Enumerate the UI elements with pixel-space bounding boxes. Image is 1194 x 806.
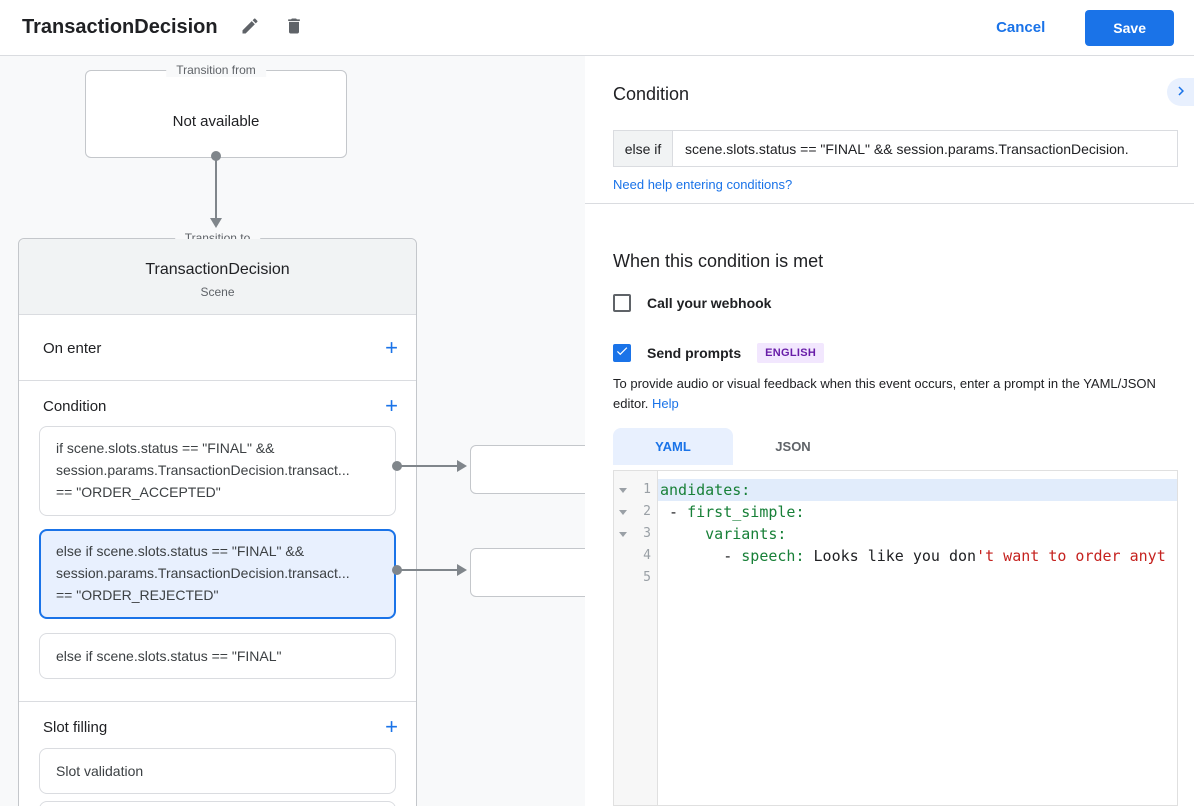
- page-title: TransactionDecision: [22, 16, 218, 38]
- chevron-right-icon: [1172, 82, 1190, 103]
- yaml-plain: -: [660, 547, 742, 565]
- yaml-key: andidates:: [660, 481, 751, 499]
- slot-filling-title: Slot filling: [43, 719, 108, 736]
- pencil-icon: [240, 16, 260, 39]
- add-slot-button[interactable]: +: [385, 714, 398, 739]
- connector-dot: [392, 461, 402, 471]
- save-button[interactable]: Save: [1085, 9, 1174, 46]
- collapse-panel-button[interactable]: [1167, 78, 1194, 106]
- slot-item-label: Slot validation: [56, 763, 144, 779]
- condition-expression-input[interactable]: scene.slots.status == "FINAL" && session…: [685, 140, 1129, 157]
- fold-icon[interactable]: [619, 532, 627, 537]
- condition-text-line: == "ORDER_REJECTED": [56, 587, 219, 603]
- help-link[interactable]: Help: [652, 396, 679, 411]
- condition-item-final[interactable]: else if scene.slots.status == "FINAL": [39, 633, 396, 679]
- cancel-button[interactable]: Cancel: [996, 19, 1046, 36]
- editor-code-area[interactable]: andidates: - first_simple: variants: - s…: [658, 471, 1177, 805]
- yaml-text: Looks like you don: [804, 547, 977, 565]
- yaml-string: 't want to order anyt: [976, 547, 1166, 565]
- scene-card: Transition to TransactionDecision Scene …: [18, 231, 417, 806]
- editor-gutter: 1 2 3 4 5: [614, 471, 658, 805]
- fold-icon[interactable]: [619, 510, 627, 515]
- yaml-plain: [660, 525, 705, 543]
- condition-text-line: if scene.slots.status == "FINAL" &&: [56, 440, 275, 456]
- delete-scene-button[interactable]: [282, 16, 306, 40]
- condition-prefix-label: else if: [614, 131, 673, 166]
- line-number: 4: [643, 548, 651, 563]
- send-prompts-row: Send prompts ENGLISH: [613, 343, 825, 363]
- condition-item-order-accepted[interactable]: if scene.slots.status == "FINAL" && sess…: [39, 426, 396, 516]
- code-line: - first_simple:: [658, 501, 1177, 523]
- yaml-key: variants:: [705, 525, 787, 543]
- prompt-description-text: To provide audio or visual feedback when…: [613, 376, 1156, 411]
- transition-target-box[interactable]: [470, 548, 585, 597]
- condition-text-line: session.params.TransactionDecision.trans…: [56, 565, 350, 581]
- add-on-enter-button[interactable]: +: [385, 335, 398, 360]
- edit-scene-button[interactable]: [238, 16, 262, 40]
- scene-flow-canvas: Transition from Not available Transition…: [0, 56, 585, 806]
- connector-line: [401, 465, 457, 467]
- connector-line: [215, 160, 217, 219]
- condition-text-line: session.params.TransactionDecision.trans…: [56, 462, 350, 478]
- divider: [19, 701, 416, 702]
- condition-panel-title: Condition: [613, 84, 690, 104]
- scene-type-label: Scene: [200, 285, 235, 299]
- prompt-description: To provide audio or visual feedback when…: [613, 374, 1173, 414]
- condition-section-title: Condition: [43, 398, 107, 415]
- call-webhook-label: Call your webhook: [647, 295, 772, 311]
- transition-target-box[interactable]: [470, 445, 585, 494]
- connector-dot: [211, 151, 221, 161]
- divider: [585, 203, 1194, 204]
- line-number: 1: [643, 482, 651, 497]
- condition-text-line: == "ORDER_ACCEPTED": [56, 484, 221, 500]
- app-header: TransactionDecision Cancel Save: [0, 0, 1194, 56]
- send-prompts-label: Send prompts: [647, 345, 742, 361]
- condition-item-order-rejected-selected[interactable]: else if scene.slots.status == "FINAL" &&…: [39, 529, 396, 619]
- condition-text-line: else if scene.slots.status == "FINAL" &&: [56, 543, 305, 559]
- line-number: 3: [643, 526, 651, 541]
- code-line: [658, 567, 1177, 589]
- connector-line: [401, 569, 457, 571]
- slot-validation-item[interactable]: Slot validation: [39, 748, 396, 794]
- trash-icon: [284, 16, 304, 39]
- condition-editor-panel: Condition else if scene.slots.status == …: [585, 56, 1194, 806]
- language-badge: ENGLISH: [757, 343, 825, 363]
- yaml-plain: -: [660, 503, 688, 521]
- on-enter-title: On enter: [43, 340, 102, 357]
- arrow-right-icon: [457, 460, 467, 472]
- connector-dot: [392, 565, 402, 575]
- divider: [19, 380, 416, 381]
- line-number: 5: [643, 570, 651, 585]
- yaml-code-editor[interactable]: 1 2 3 4 5 andidates: - first_simple: var…: [613, 470, 1178, 806]
- tab-json[interactable]: JSON: [733, 428, 853, 465]
- yaml-key: speech:: [741, 547, 805, 565]
- code-line: variants:: [658, 523, 1177, 545]
- editor-tabs: YAML JSON: [613, 428, 853, 465]
- add-condition-button[interactable]: +: [385, 393, 398, 418]
- when-met-title: When this condition is met: [613, 251, 824, 271]
- arrow-down-icon: [210, 218, 222, 228]
- line-number: 2: [643, 504, 651, 519]
- webhook-row: Call your webhook: [613, 294, 771, 312]
- condition-text-line: else if scene.slots.status == "FINAL": [56, 648, 282, 664]
- fold-icon[interactable]: [619, 488, 627, 493]
- transition-from-box[interactable]: Transition from Not available: [85, 63, 347, 158]
- transition-from-value: Not available: [172, 113, 260, 130]
- slot-item-partial[interactable]: [39, 801, 396, 806]
- conditions-help-link[interactable]: Need help entering conditions?: [613, 177, 793, 192]
- code-line: - speech: Looks like you don't want to o…: [658, 545, 1177, 567]
- yaml-key: first_simple:: [687, 503, 805, 521]
- arrow-right-icon: [457, 564, 467, 576]
- scene-card-header[interactable]: TransactionDecision Scene: [19, 239, 416, 315]
- transition-from-legend: Transition from: [166, 63, 266, 77]
- call-webhook-checkbox[interactable]: [613, 294, 631, 312]
- condition-expression-field: else if scene.slots.status == "FINAL" &&…: [613, 130, 1178, 167]
- scene-name: TransactionDecision: [145, 261, 290, 278]
- tab-yaml[interactable]: YAML: [613, 428, 733, 465]
- send-prompts-checkbox[interactable]: [613, 344, 631, 362]
- code-line: andidates:: [658, 479, 1177, 501]
- check-icon: [615, 344, 629, 363]
